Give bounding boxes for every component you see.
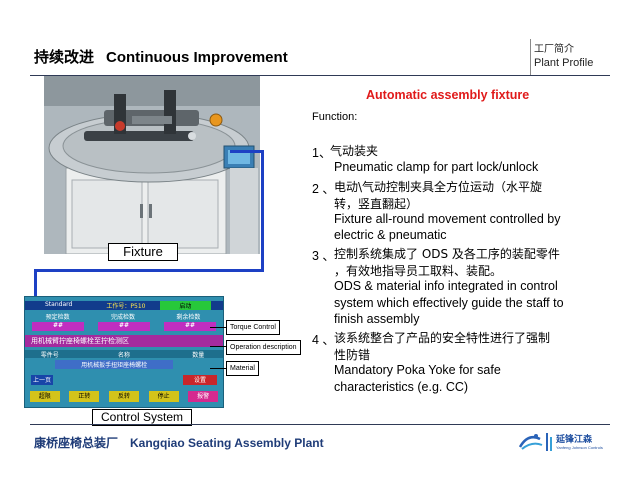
connector-line (230, 150, 264, 153)
hmi-count-labels: 预定检数 完成检数 剩余检数 (25, 312, 223, 320)
page-title: 持续改进 Continuous Improvement (34, 46, 288, 67)
hmi-count-label: 预定检数 (45, 314, 70, 320)
hmi-count-values: ## ## ## (25, 322, 223, 331)
hmi-table-header: 零件号 名称 数量 (25, 350, 223, 358)
hmi-job-number: 工作号：P510 (106, 303, 146, 310)
item-number: 4 、 (312, 333, 335, 347)
item-text-zh: 气动装夹 (330, 144, 379, 158)
callout-line (210, 346, 228, 347)
item-text-en: system which effectively guide the staff… (334, 296, 564, 310)
callout-line (210, 327, 228, 328)
item-text-en: electric & pneumatic (334, 228, 447, 242)
footer-plant-name-zh: 康桥座椅总装厂 (34, 436, 119, 450)
connector-line (34, 269, 264, 272)
company-logo-subtext: Yanfeng Johnson Controls (556, 445, 603, 450)
item-text-zh: 控制系统集成了 ODS 及各工序的装配零件 (334, 247, 560, 261)
hmi-col-header: 零件号 (40, 352, 59, 358)
item-text-en: characteristics (e.g. CC) (334, 380, 469, 394)
function-label: Function: (312, 111, 358, 123)
hmi-table-cell: 用机械扳手扭矩座椅螺栓 (54, 360, 174, 369)
item-text-en: Fixture all-round movement controlled by (334, 212, 561, 226)
fixture-photo (44, 76, 260, 254)
control-system-screen: Standard 工作号：P510 启动 预定检数 完成检数 剩余检数 ## #… (24, 296, 224, 408)
item-text-zh: 性防错 (334, 348, 371, 362)
fixture-machine-illustration (44, 76, 260, 254)
material-tag: Material (226, 361, 259, 376)
hmi-banner: 用机械臂拧座椅螺栓至拧检测区 (25, 335, 223, 347)
item-number: 1、 (312, 146, 332, 160)
hmi-count-label: 完成检数 (110, 314, 135, 320)
item-text-en: Pneumatic clamp for part lock/unlock (334, 160, 539, 174)
header-divider (30, 75, 610, 76)
hmi-count-value: ## (98, 322, 150, 331)
hmi-start-button[interactable]: 启动 (159, 301, 212, 310)
company-logo-text: 延锋江森 (556, 435, 593, 445)
hmi-forward-button[interactable]: 正转 (69, 391, 100, 402)
item-text-zh: ，有效地指导员工取料、装配。 (334, 264, 503, 278)
hmi-settings-button[interactable]: 设置 (183, 375, 217, 385)
hmi-reverse-button[interactable]: 反转 (108, 391, 139, 402)
page-title-zh: 持续改进 (34, 48, 95, 66)
hmi-alarm-button[interactable]: 报警 (188, 391, 219, 402)
connector-line (34, 269, 37, 299)
item-text-en: ODS & material info integrated in contro… (334, 279, 558, 293)
hmi-bottom-buttons: 超限 正转 反转 停止 报警 (25, 391, 223, 402)
header-corner-divider (530, 39, 531, 75)
item-number: 3 、 (312, 249, 335, 263)
fixture-heading: Automatic assembly fixture (366, 88, 530, 102)
section-label-en: Plant Profile (534, 57, 594, 69)
operation-description-tag: Operation description (226, 340, 301, 355)
hmi-col-header: 数量 (192, 352, 205, 358)
item-text-zh: 该系统整合了产品的安全特性进行了强制 (334, 331, 551, 345)
item-number: 2 、 (312, 182, 335, 196)
hmi-count-value: ## (32, 322, 84, 331)
hmi-standard: Standard (45, 301, 73, 308)
control-system-label: Control System (92, 409, 192, 426)
hmi-table-row: 用机械扳手扭矩座椅螺栓 (25, 360, 223, 369)
section-label-zh: 工厂简介 (534, 44, 574, 55)
hmi-count-value: ## (164, 322, 216, 331)
item-text-zh: 转，竖直翻起） (334, 197, 419, 211)
footer-divider (30, 424, 610, 425)
footer-plant-name-en: Kangqiao Seating Assembly Plant (130, 436, 324, 450)
hmi-col-header: 名称 (117, 352, 130, 358)
company-logo: 延锋江森 Yanfeng Johnson Controls (516, 429, 608, 455)
connector-line (261, 150, 264, 272)
footer-plant-name: 康桥座椅总装厂 Kangqiao Seating Assembly Plant (34, 434, 324, 451)
fixture-label: Fixture (108, 243, 178, 261)
item-text-en: finish assembly (334, 312, 420, 326)
hmi-nav-row: 上一页 设置 (25, 375, 223, 385)
page-title-en: Continuous Improvement (106, 49, 288, 66)
hmi-overlimit-button[interactable]: 超限 (29, 391, 60, 402)
item-text-en: Mandatory Poka Yoke for safe (334, 363, 501, 377)
hmi-stop-button[interactable]: 停止 (148, 391, 179, 402)
torque-control-tag: Torque Control (226, 320, 280, 335)
hmi-prev-page-button[interactable]: 上一页 (31, 375, 53, 385)
callout-line (210, 368, 228, 369)
hmi-banner-text: 用机械臂拧座椅螺栓至拧检测区 (31, 337, 129, 345)
hmi-count-label: 剩余检数 (176, 314, 201, 320)
company-logo-mark-icon (518, 433, 552, 451)
item-text-zh: 电动\气动控制夹具全方位运动（水平旋 (334, 180, 543, 194)
hmi-status-bar: Standard 工作号：P510 启动 (25, 301, 223, 310)
